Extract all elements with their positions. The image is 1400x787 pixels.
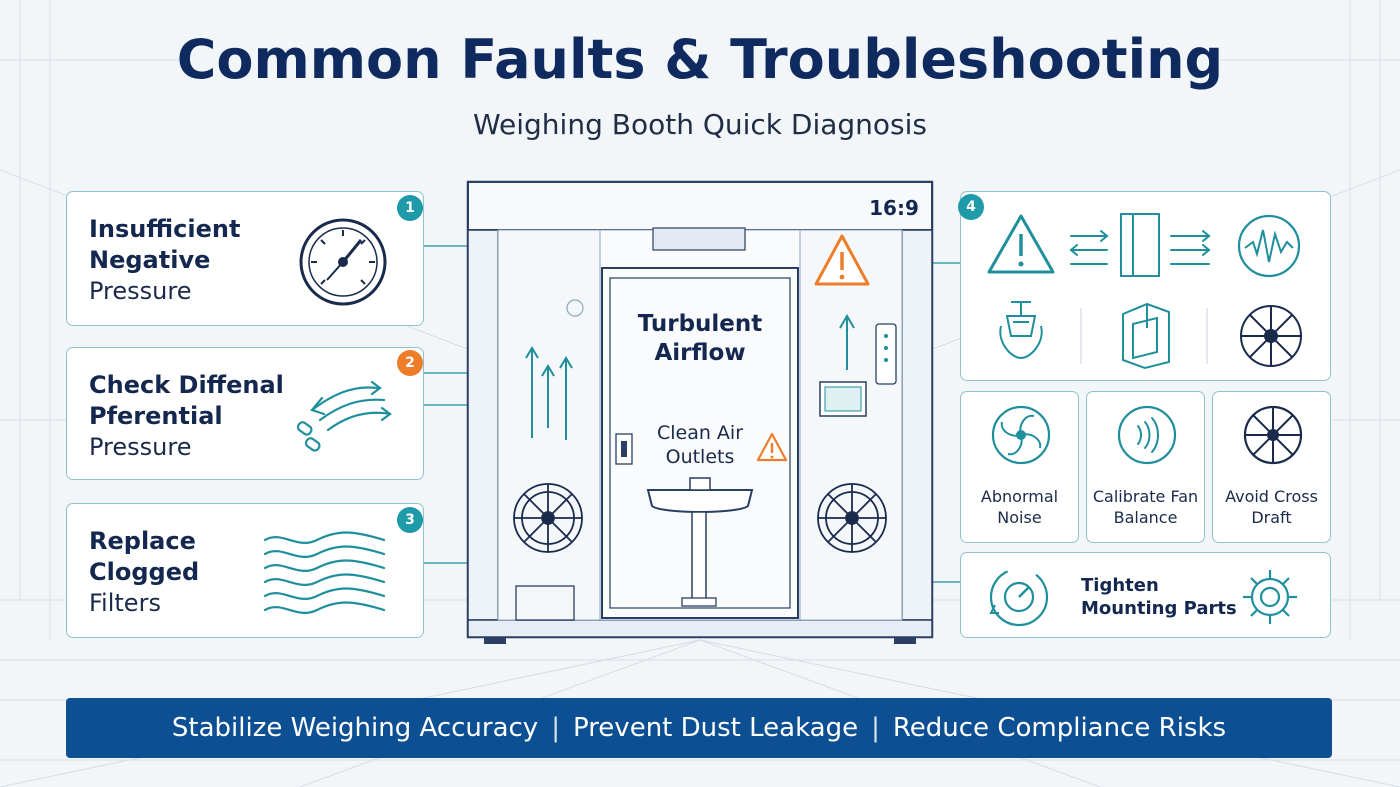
card-title-line: Pferential: [89, 402, 223, 430]
page-subtitle: Weighing Booth Quick Diagnosis: [472, 108, 928, 141]
fan-wheel-icon: [1240, 305, 1302, 367]
step-badge-4: 4: [958, 194, 984, 220]
card-insufficient-pressure: Insufficient Negative Pressure: [66, 191, 424, 326]
page-title: Common Faults & Troubleshooting: [176, 28, 1224, 91]
card-label-line: Avoid Cross: [1225, 487, 1318, 506]
fan-icon: [991, 405, 1051, 465]
noise-wave-icon: [1237, 214, 1301, 278]
step-badge-1: 1: [397, 195, 423, 221]
card-tighten-mounting: Tighten Mounting Parts: [960, 552, 1331, 638]
gear-icon: [1243, 570, 1297, 624]
tighten-line: Tighten: [1081, 575, 1159, 596]
card-subtitle: Pressure: [89, 433, 192, 461]
benefits-banner: Stabilize Weighing Accuracy | Prevent Du…: [66, 698, 1332, 758]
card-title-line: Clogged: [89, 558, 200, 586]
sprinkler-icon: [999, 301, 1043, 360]
warning-icon: [987, 214, 1055, 274]
card-subtitle: Pressure: [89, 277, 192, 305]
weighing-booth-illustration: [466, 180, 934, 644]
tighten-line: Mounting Parts: [1081, 598, 1237, 619]
fan-wheel-icon: [1243, 405, 1303, 465]
turbulent-airflow-line: Airflow: [654, 340, 746, 366]
clean-air-outlets-line: Outlets: [665, 446, 735, 468]
turbulent-airflow-line: Turbulent: [637, 311, 763, 337]
step-badge-3: 3: [397, 507, 423, 533]
vibration-icon: [1117, 405, 1177, 465]
card-label-line: Draft: [1251, 508, 1292, 527]
card-differential-pressure: Check Diffenal Pferential Pressure: [66, 347, 424, 480]
card-abnormal-noise: Abnormal Noise: [960, 391, 1079, 543]
banner-item: Prevent Dust Leakage: [572, 713, 859, 743]
airflow-door-icon: [1069, 213, 1211, 277]
card-title-line: Insufficient: [89, 215, 241, 243]
clean-air-outlets-line: Clean Air: [656, 422, 744, 444]
banner-item: Stabilize Weighing Accuracy: [171, 713, 539, 743]
card-title-line: Negative: [89, 246, 211, 274]
card-title-line: Check Diffenal: [89, 371, 284, 399]
card-avoid-cross-draft: Avoid Cross Draft: [1212, 391, 1331, 543]
card-label-line: Calibrate Fan: [1092, 487, 1199, 506]
step-badge-2: 2: [397, 350, 423, 376]
icon-grid-graphics: [987, 213, 1302, 370]
aspect-ratio-label: 16:9: [869, 196, 919, 220]
diagnosis-icon-grid: [960, 191, 1331, 381]
card-title-line: Replace: [89, 527, 196, 555]
pressure-gauge-icon: [299, 218, 387, 306]
airflow-arrows-icon: [296, 380, 392, 452]
enclosure-icon: [1122, 302, 1170, 370]
card-label-line: Abnormal: [980, 487, 1059, 506]
card-calibrate-fan: Calibrate Fan Balance: [1086, 391, 1205, 543]
card-replace-filters: Replace Clogged Filters: [66, 503, 424, 638]
card-label-line: Noise: [997, 508, 1042, 527]
banner-separator: |: [551, 713, 560, 743]
wavy-filter-icon: [263, 531, 386, 614]
card-label-line: Balance: [1113, 508, 1178, 527]
banner-item: Reduce Compliance Risks: [892, 713, 1227, 743]
banner-separator: |: [871, 713, 880, 743]
rotate-tighten-icon: [989, 567, 1049, 627]
card-subtitle: Filters: [89, 589, 161, 617]
